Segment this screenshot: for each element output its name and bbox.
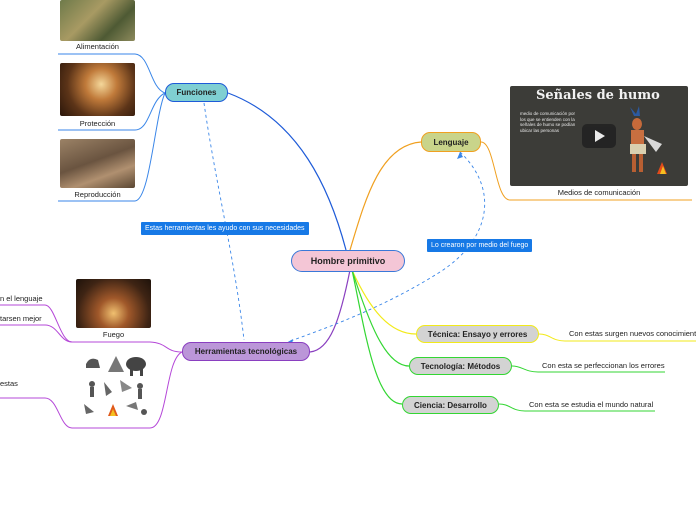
topic-ciencia[interactable]: Ciencia: Desarrollo [402,396,499,414]
branch-fuego [72,341,183,353]
reproduccion-caption: Reproducción [74,190,121,199]
topic-funciones[interactable]: Funciones [165,83,228,102]
tecnica-note: Con estas surgen nuevos conocimiento [569,329,696,338]
relation-lenguaje-herramientas [287,151,485,343]
play-button-icon[interactable] [582,124,616,148]
branch-proteccion [58,92,166,131]
branch-medios [480,141,692,201]
video-thumbnail[interactable]: Señales de humo medio de comunicación po… [510,86,688,186]
relation-note-fuego[interactable]: Lo crearon por medio del fuego [427,239,533,252]
branch-alimentacion [58,53,166,94]
medios-caption: Medios de comunicación [557,188,641,197]
branch-left-2 [0,324,73,343]
fuego-caption: Fuego [102,330,125,339]
branch-reproduccion [58,92,166,202]
branch-left-3 [0,397,73,429]
branch-ciencia-note [498,403,655,412]
tecnologia-note: Con esta se perfeccionan los errores [542,361,665,370]
native-figure-icon [630,106,667,174]
fuego-image [76,279,151,328]
topic-tecnologia[interactable]: Tecnología: Métodos [409,357,512,375]
alimentacion-image [60,0,135,41]
relation-funciones-herramientas [203,102,245,341]
video-title: Señales de humo [536,88,660,103]
prehistoric-tools-image [78,352,150,422]
branch-tecnica [351,269,417,335]
reproduccion-image [60,139,135,188]
branch-tecnica-note [538,333,696,342]
left-text-mejor: tarsen mejor [0,314,42,323]
branch-tecnologia-note [511,365,665,373]
branch-lenguaje [349,141,422,251]
central-topic[interactable]: Hombre primitivo [291,250,405,272]
branch-herramientas [309,269,351,353]
branch-funciones [227,92,347,251]
relation-note-herramientas[interactable]: Estas herramientas les ayudo con sus nec… [141,222,309,235]
topic-herramientas[interactable]: Herramientas tecnológicas [182,342,310,361]
video-text: medio de comunicación por los que se ent… [520,111,576,133]
topic-tecnica[interactable]: Técnica: Ensayo y errores [416,325,539,343]
arrow-head-lenguaje [457,152,463,159]
branch-ciencia [351,269,403,405]
left-text-lenguaje: n el lenguaje [0,294,43,303]
ciencia-note: Con esta se estudia el mundo natural [529,400,654,409]
proteccion-caption: Protección [79,119,116,128]
topic-lenguaje[interactable]: Lenguaje [421,132,481,152]
left-text-estas: estas [0,379,18,388]
proteccion-image [60,63,135,116]
branch-animales [72,351,183,429]
alimentacion-caption: Alimentación [76,42,119,51]
branch-left-1 [0,304,73,343]
branch-tecnologia [351,269,410,367]
